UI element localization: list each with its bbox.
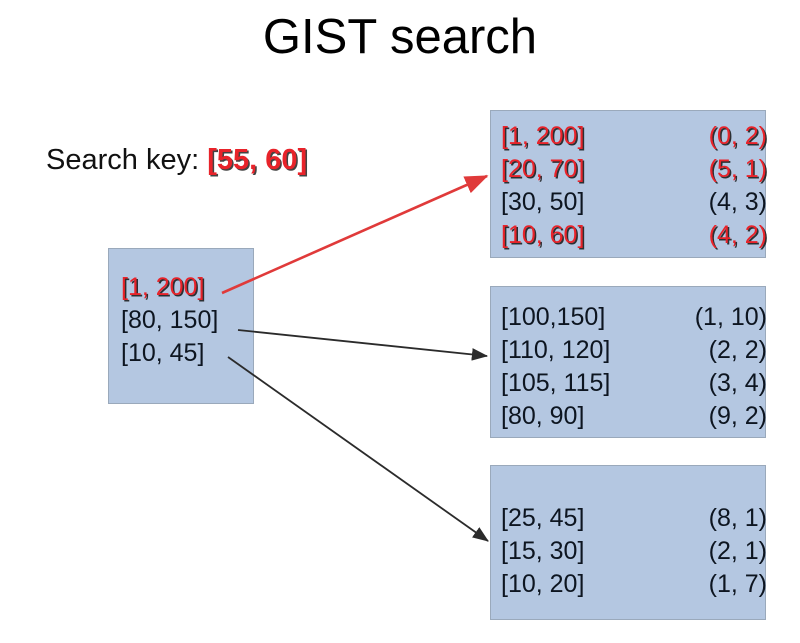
leaf-node-2-entry-pointer: (2, 2)	[708, 336, 767, 364]
root-node-entry-interval: [10, 45]	[121, 339, 205, 367]
leaf-node-1-entry: [10, 60] (4, 2)	[501, 219, 767, 252]
leaf-node-1-entry: [20, 70] (5, 1)	[501, 153, 767, 186]
root-node-entry-interval: [80, 150]	[121, 306, 219, 334]
leaf-node-1-entry-interval: [20, 70]	[501, 155, 585, 183]
leaf-node-2-entry: [105, 115] (3, 4)	[501, 367, 767, 400]
leaf-node-1-entry-pointer: (4, 3)	[708, 188, 767, 216]
leaf-node-3-box[interactable]: [25, 45] (8, 1) [15, 30] (2, 1) [10, 20] (1, …	[490, 465, 767, 620]
leaf-node-3-entry-pointer: (1, 7)	[708, 570, 767, 598]
arrow-root-to-leaf-1	[221, 174, 489, 295]
leaf-node-2-entries: [100,150] (1, 10) [110, 120] (2, 2) [105, 11…	[501, 301, 767, 433]
leaf-node-3-entry-pointer: (8, 1)	[708, 504, 767, 532]
search-key-value: [55, 60]	[207, 144, 308, 176]
leaf-node-2-entry-pointer: (3, 4)	[708, 369, 767, 397]
leaf-node-1-entry-interval: [30, 50]	[501, 188, 585, 216]
leaf-node-1-entries: [1, 200] (0, 2) [20, 70] (5, 1) [30, 50] (4, …	[501, 120, 767, 252]
leaf-node-1-entry-interval: [10, 60]	[501, 221, 585, 249]
leaf-node-2-entry-interval: [80, 90]	[501, 402, 585, 430]
leaf-node-3-entry-pointer: (2, 1)	[708, 537, 767, 565]
search-key-label: Search key:	[46, 144, 208, 176]
leaf-node-2-entry: [80, 90] (9, 2)	[501, 400, 767, 433]
root-node-entry: [10, 45]	[121, 337, 253, 370]
leaf-node-3-entry-interval: [15, 30]	[501, 537, 585, 565]
leaf-node-3-entry: [15, 30] (2, 1)	[501, 535, 767, 568]
leaf-node-3-entry-interval: [25, 45]	[501, 504, 585, 532]
leaf-node-1-box[interactable]: [1, 200] (0, 2) [20, 70] (5, 1) [30, 50] (4, …	[490, 110, 767, 258]
root-node-entry-interval: [1, 200]	[121, 273, 205, 301]
page-title: GIST search	[262, 10, 538, 64]
leaf-node-2-entry-interval: [110, 120]	[501, 336, 611, 364]
arrow-root-to-leaf-2	[237, 329, 489, 361]
leaf-node-3-entry-interval: [10, 20]	[501, 570, 585, 598]
root-node-entry: [1, 200]	[121, 271, 253, 304]
leaf-node-2-entry-interval: [105, 115]	[501, 369, 611, 397]
leaf-node-1-entry: [1, 200] (0, 2)	[501, 120, 767, 153]
leaf-node-2-entry: [110, 120] (2, 2)	[501, 334, 767, 367]
arrow-root-to-leaf-3	[227, 356, 489, 542]
leaf-node-2-entry-pointer: (9, 2)	[708, 402, 767, 430]
leaf-node-1-entry: [30, 50] (4, 3)	[501, 186, 767, 219]
leaf-node-2-box[interactable]: [100,150] (1, 10) [110, 120] (2, 2) [105, 11…	[490, 286, 767, 438]
leaf-node-2-entry: [100,150] (1, 10)	[501, 301, 767, 334]
leaf-node-1-entry-interval: [1, 200]	[501, 122, 585, 150]
leaf-node-2-entry-pointer: (1, 10)	[694, 303, 767, 331]
leaf-node-3-entry: [25, 45] (8, 1)	[501, 502, 767, 535]
root-node-box[interactable]: [1, 200] [80, 150] [10, 45]	[108, 248, 254, 404]
leaf-node-1-entry-pointer: (0, 2)	[708, 122, 767, 150]
leaf-node-1-entry-pointer: (4, 2)	[708, 221, 767, 249]
root-node-entries: [1, 200] [80, 150] [10, 45]	[121, 271, 253, 370]
leaf-node-3-entry: [10, 20] (1, 7)	[501, 568, 767, 601]
search-key-line: Search key: [55, 60]	[46, 142, 307, 178]
root-node-entry: [80, 150]	[121, 304, 253, 337]
leaf-node-2-entry-interval: [100,150]	[501, 303, 606, 331]
leaf-node-1-entry-pointer: (5, 1)	[708, 155, 767, 183]
leaf-node-3-entries: [25, 45] (8, 1) [15, 30] (2, 1) [10, 20] (1, …	[501, 502, 767, 601]
